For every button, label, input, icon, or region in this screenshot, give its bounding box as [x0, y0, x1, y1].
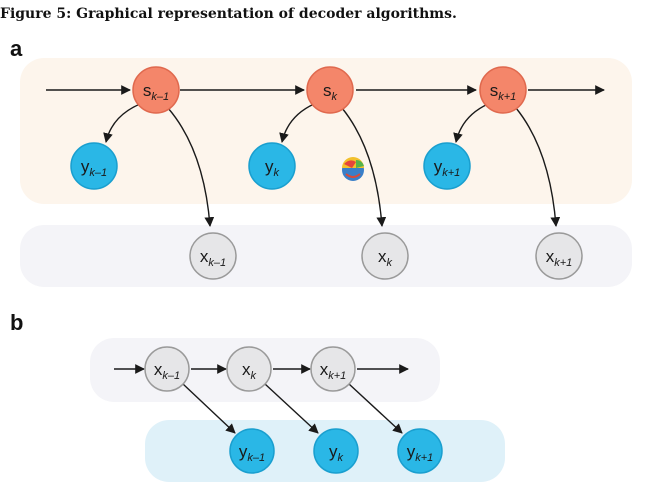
- arrow-s-to-x: [341, 107, 387, 227]
- input-nodes: xk–1 xk xk+1: [189, 232, 583, 280]
- node-b-x-prev: [144, 346, 190, 392]
- label-b-x-next: xk+1: [320, 360, 347, 382]
- arrow-s-prev-to-x-prev: [167, 107, 215, 227]
- state-nodes: sk–1 sk sk+1: [132, 66, 527, 114]
- node-b-y: [313, 428, 359, 474]
- arrow-s-prev-to-y-prev: [103, 103, 141, 143]
- input-band: [20, 225, 632, 287]
- node-y-next: [423, 142, 471, 190]
- output-nodes: yk–1 yk yk+1: [70, 142, 471, 190]
- input-nodes-b: xk–1 xk xk+1: [144, 346, 356, 392]
- arrow-b-x-next-to-y-next: [348, 383, 403, 434]
- label-x: xk: [378, 247, 393, 269]
- label-s-next: sk+1: [490, 81, 517, 103]
- panel-b-label: b: [10, 310, 24, 335]
- node-x: [361, 232, 409, 280]
- node-b-y-prev: [229, 428, 275, 474]
- arrow-b-x-prev-to-y-prev: [182, 383, 236, 434]
- arrow-s-next-to-x-next: [515, 107, 561, 227]
- node-s: [306, 66, 354, 114]
- globe-icon: [342, 157, 364, 181]
- label-b-y-next: yk+1: [407, 442, 434, 464]
- node-y: [248, 142, 296, 190]
- node-b-x-next: [310, 346, 356, 392]
- label-y-next: yk+1: [434, 157, 461, 179]
- node-x-prev: [189, 232, 237, 280]
- arrow-s-to-y: [279, 103, 315, 143]
- node-x-next: [535, 232, 583, 280]
- node-b-x: [226, 346, 272, 392]
- node-y-prev: [70, 142, 118, 190]
- label-b-x-prev: xk–1: [154, 360, 180, 382]
- arrow-s-next-to-y-next: [453, 103, 489, 143]
- label-b-y: yk: [329, 442, 344, 464]
- label-y-prev: yk–1: [81, 157, 107, 179]
- label-y: yk: [265, 157, 280, 179]
- label-b-y-prev: yk–1: [239, 442, 265, 464]
- figure-title: Figure 5: Graphical representation of de…: [0, 6, 457, 22]
- arrow-b-x-to-y: [264, 383, 319, 434]
- label-x-prev: xk–1: [200, 247, 226, 269]
- label-x-next: xk+1: [546, 247, 573, 269]
- label-s-prev: sk–1: [143, 81, 169, 103]
- output-nodes-b: yk–1 yk yk+1: [229, 428, 443, 474]
- label-b-x: xk: [242, 360, 257, 382]
- node-s-next: [479, 66, 527, 114]
- label-s: sk: [323, 81, 338, 103]
- panel-a-label: a: [10, 36, 23, 61]
- node-s-prev: [132, 66, 180, 114]
- node-b-y-next: [397, 428, 443, 474]
